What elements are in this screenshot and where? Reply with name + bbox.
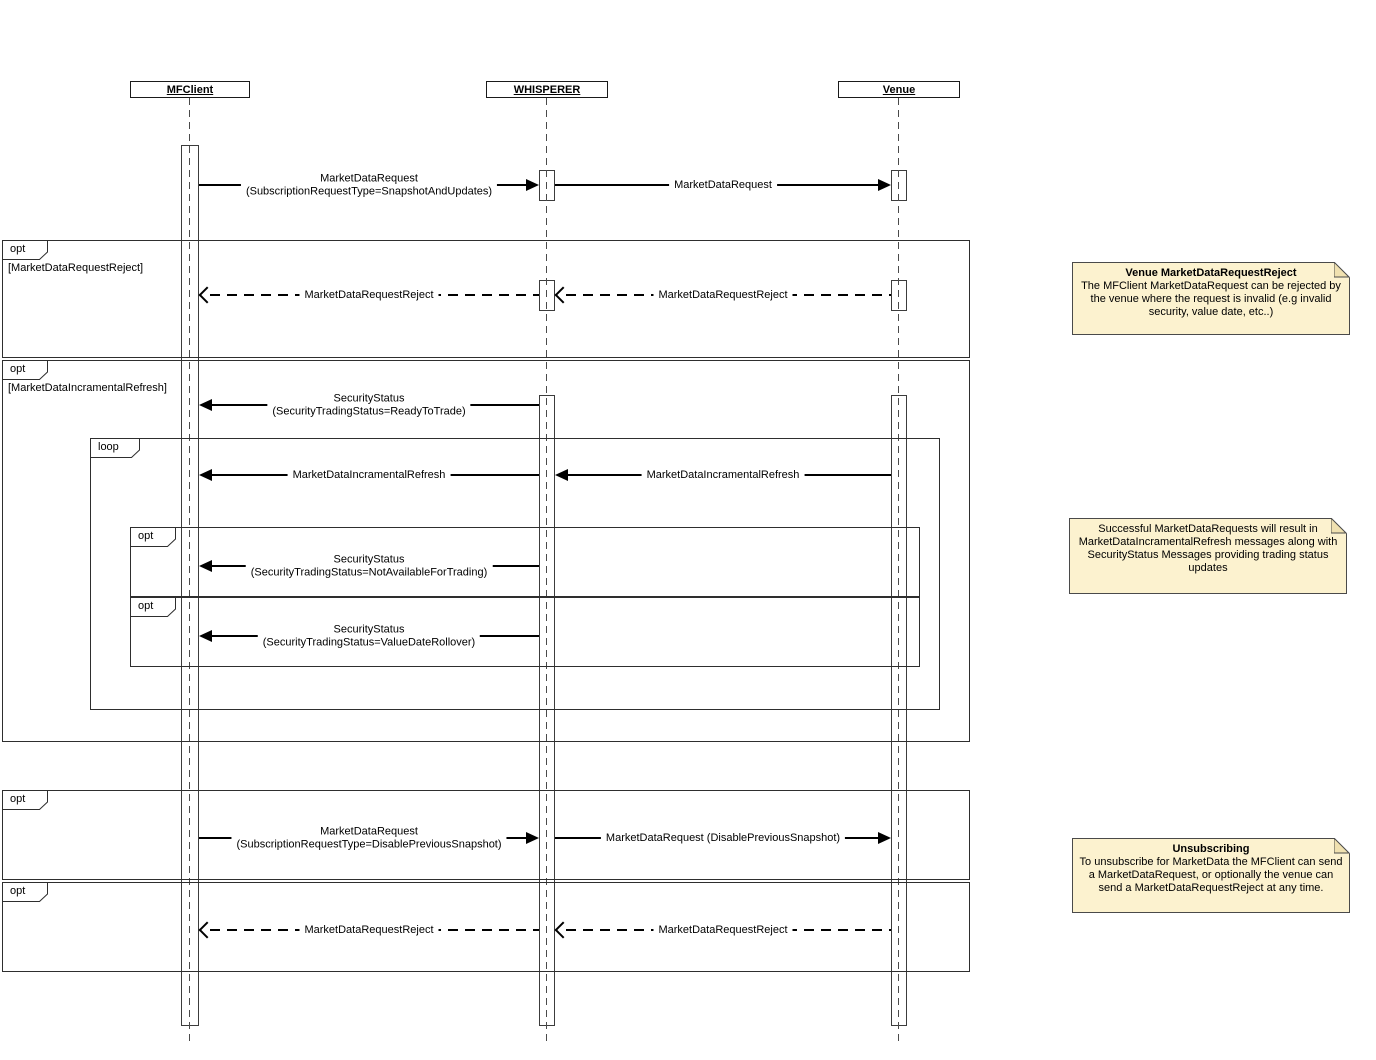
arrowhead-right-icon (526, 832, 539, 844)
message-label: SecurityStatus (SecurityTradingStatus=Va… (257, 623, 481, 649)
fragment-opt-not-available: opt (130, 527, 920, 597)
arrowhead-left-icon (199, 560, 212, 572)
fragment-operator: opt (10, 793, 26, 805)
fragment-pentagon-icon (2, 882, 48, 902)
lifeline-head-venue: Venue (838, 81, 960, 98)
note-body: Successful MarketDataRequests will resul… (1078, 523, 1338, 574)
arrowhead-right-icon (526, 179, 539, 191)
lifeline-head-whisperer: WHISPERER (486, 81, 608, 98)
note-fold-icon (1333, 260, 1351, 278)
arrowhead-right-icon (878, 179, 891, 191)
fragment-operator: opt (10, 363, 26, 375)
message-label: MarketDataRequest (SubscriptionRequestTy… (240, 172, 498, 198)
fragment-opt-incremental: opt [MarketDataIncramentalRefresh] (2, 360, 970, 742)
activation-venue-request (891, 170, 907, 201)
message-label: MarketDataRequestReject (653, 923, 793, 937)
fragment-opt-unsubscribe-reject: opt (2, 882, 970, 972)
note-title: Unsubscribing (1172, 843, 1250, 855)
fragment-opt-incremental-label: opt (2, 360, 52, 380)
lifeline-whisperer (546, 98, 547, 1042)
fragment-pentagon-icon (130, 597, 176, 617)
arrowhead-left-icon (199, 469, 212, 481)
fragment-opt-unsubscribe: opt (2, 790, 970, 880)
fragment-operator: opt (138, 600, 154, 612)
fragment-opt-unsubscribe-reject-label: opt (2, 882, 52, 902)
lifeline-label-whisperer: WHISPERER (513, 83, 581, 96)
message-label: SecurityStatus (SecurityTradingStatus=No… (245, 553, 493, 579)
fragment-operator: opt (10, 885, 26, 897)
note-title: Venue MarketDataRequestReject (1125, 267, 1297, 279)
activation-whisperer-main (539, 395, 555, 1026)
message-label: MarketDataRequest (669, 178, 777, 192)
arrowhead-right-icon (878, 832, 891, 844)
note-fold-icon (1333, 836, 1351, 854)
message-label: MarketDataRequestReject (299, 923, 439, 937)
fragment-guard: [MarketDataRequestReject] (6, 262, 146, 274)
note-fold-icon (1330, 516, 1348, 534)
fragment-pentagon-icon (2, 790, 48, 810)
message-label: MarketDataRequest (DisablePreviousSnapsh… (600, 831, 846, 845)
fragment-operator: loop (98, 441, 119, 453)
fragment-opt-reject-label: opt (2, 240, 52, 260)
lifeline-mfclient (189, 98, 190, 1042)
fragment-operator: opt (138, 530, 154, 542)
fragment-opt-value-date-label: opt (130, 597, 180, 617)
message-label: MarketDataRequestReject (299, 288, 439, 302)
fragment-pentagon-icon (130, 527, 176, 547)
activation-venue-main (891, 395, 907, 1026)
note-body: The MFClient MarketDataRequest can be re… (1081, 280, 1341, 318)
fragment-loop: loop (90, 438, 940, 710)
note-successful-requests: Successful MarketDataRequests will resul… (1069, 516, 1348, 594)
note-venue-reject: Venue MarketDataRequestReject The MFClie… (1072, 260, 1351, 335)
fragment-guard: [MarketDataIncramentalRefresh] (6, 382, 169, 394)
lifeline-label-venue: Venue (882, 83, 916, 96)
message-label: MarketDataRequest (SubscriptionRequestTy… (231, 825, 507, 851)
fragment-loop-label: loop (90, 438, 140, 458)
fragment-pentagon-icon (90, 438, 140, 458)
message-label: MarketDataIncramentalRefresh (287, 468, 451, 482)
activation-mfclient (181, 145, 199, 1026)
arrowhead-left-icon (199, 399, 212, 411)
fragment-opt-reject: opt [MarketDataRequestReject] (2, 240, 970, 358)
message-label: MarketDataRequestReject (653, 288, 793, 302)
note-body: To unsubscribe for MarketData the MFClie… (1079, 856, 1343, 894)
lifeline-venue (898, 98, 899, 1042)
fragment-opt-not-available-label: opt (130, 527, 180, 547)
fragment-pentagon-icon (2, 240, 48, 260)
lifeline-label-mfclient: MFClient (166, 83, 214, 96)
message-label: SecurityStatus (SecurityTradingStatus=Re… (267, 392, 471, 418)
note-unsubscribing: Unsubscribing To unsubscribe for MarketD… (1072, 836, 1351, 913)
activation-venue-reject (891, 280, 907, 311)
lifeline-head-mfclient: MFClient (130, 81, 250, 98)
fragment-opt-unsubscribe-label: opt (2, 790, 52, 810)
fragment-opt-value-date: opt (130, 597, 920, 667)
activation-whisperer-reject (539, 280, 555, 311)
arrowhead-left-icon (199, 630, 212, 642)
message-label: MarketDataIncramentalRefresh (641, 468, 805, 482)
arrowhead-left-icon (555, 469, 568, 481)
fragment-pentagon-icon (2, 360, 48, 380)
activation-whisperer-request (539, 170, 555, 201)
fragment-operator: opt (10, 243, 26, 255)
